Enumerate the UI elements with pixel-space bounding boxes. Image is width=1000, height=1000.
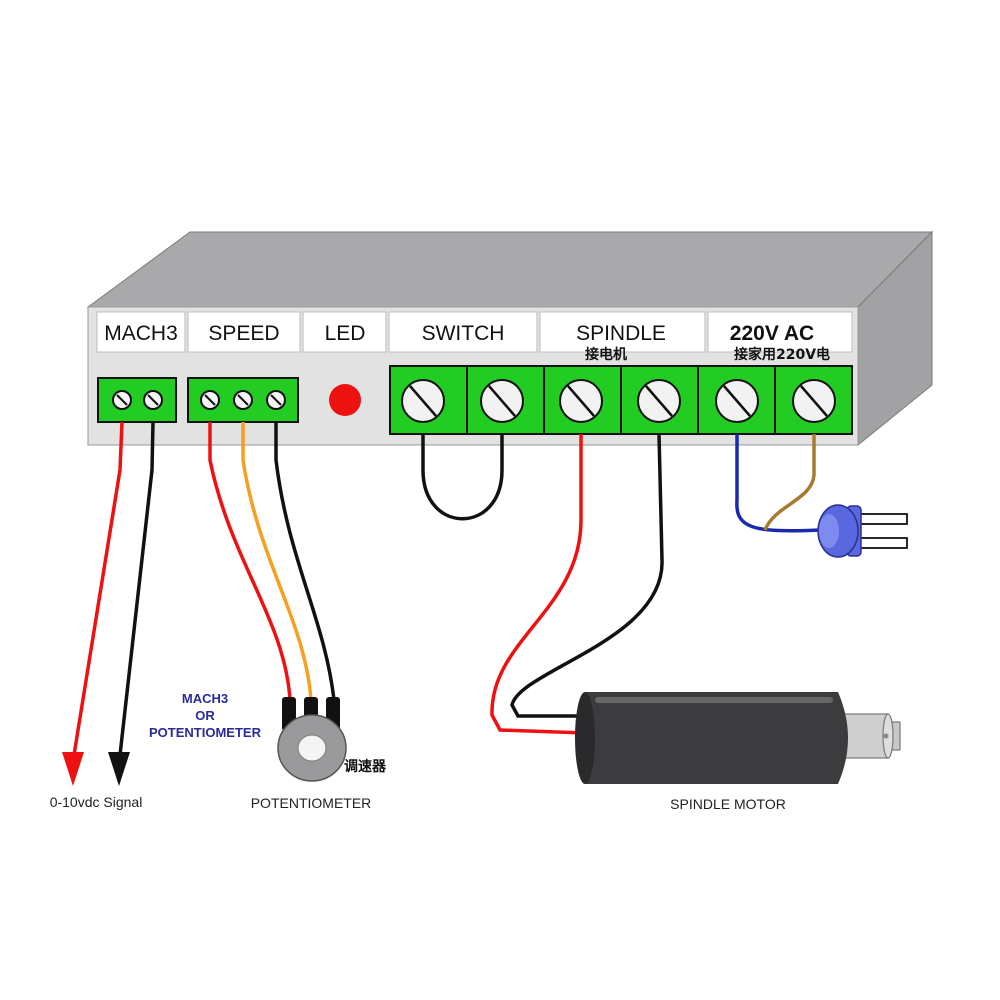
potentiometer-icon [277, 697, 347, 782]
spindle-motor-icon [575, 692, 901, 784]
screw-icon [792, 379, 836, 423]
header-mach3: MACH3 [104, 322, 178, 345]
screw-icon [715, 379, 759, 423]
label-mach3-or-pot-3: POTENTIOMETER [149, 725, 262, 740]
header-led: LED [325, 322, 366, 345]
large-terminal-row [389, 365, 853, 435]
screw-icon [401, 379, 445, 423]
wire-speed-orange [241, 422, 313, 701]
wire-speed-red [208, 422, 292, 701]
wire-ac-brown [763, 434, 816, 531]
screw-icon [559, 379, 603, 423]
arrow-down-icon [62, 752, 84, 786]
speed-terminal-block [187, 377, 299, 423]
led-indicator [329, 384, 361, 416]
power-plug-icon [817, 504, 908, 558]
wire-spindle-black [510, 433, 664, 718]
label-potentiometer: POTENTIOMETER [251, 795, 372, 811]
label-mach3-or-pot-1: MACH3 [182, 691, 228, 706]
mach3-terminal-block [97, 377, 177, 423]
screw-icon [480, 379, 524, 423]
screw-icon [637, 379, 681, 423]
label-mach3-or-pot-2: OR [195, 708, 215, 723]
wire-speed-black [274, 422, 336, 701]
wire-ac-blue [735, 434, 821, 533]
cn-label-ac: 接家用220V电 [734, 346, 830, 363]
wire-spindle-red [490, 434, 586, 735]
header-switch: SWITCH [422, 322, 505, 345]
header-speed: SPEED [208, 322, 279, 345]
box-top [86, 231, 934, 308]
label-signal: 0-10vdc Signal [50, 794, 143, 810]
wire-mach3-black [118, 421, 155, 756]
header-spindle: SPINDLE [576, 322, 666, 345]
cn-label-spindle: 接电机 [585, 346, 627, 363]
arrow-down-icon [108, 752, 130, 786]
wire-mach3-red [72, 421, 124, 756]
header-cells [96, 311, 853, 353]
cn-label-potentiometer: 调速器 [344, 758, 387, 775]
header-ac: 220V AC [730, 322, 814, 345]
label-spindle-motor: SPINDLE MOTOR [670, 796, 786, 812]
wire-switch-jumper [421, 434, 504, 521]
